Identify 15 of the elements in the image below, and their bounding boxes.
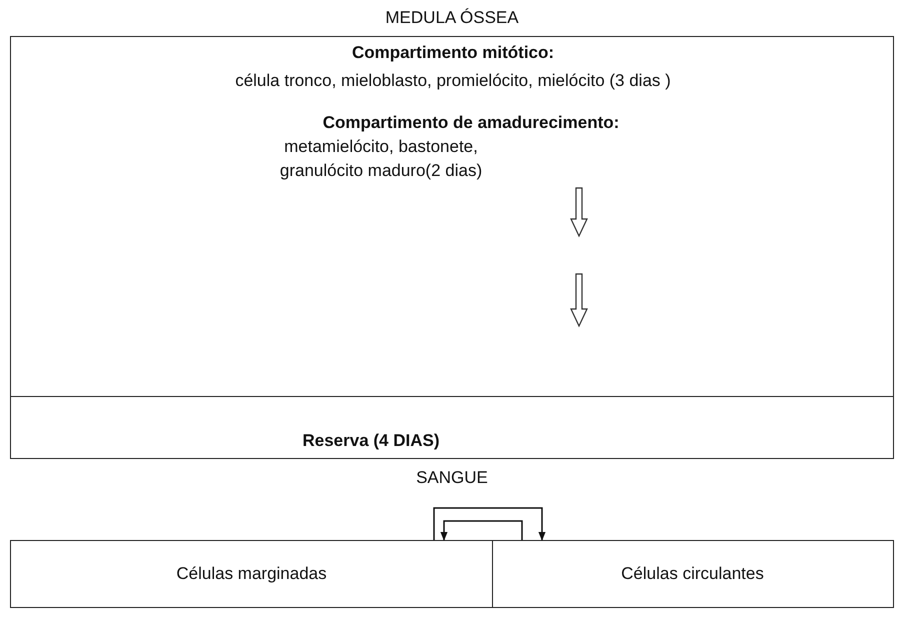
cell-label: Células marginadas xyxy=(175,563,328,585)
compartment-box xyxy=(10,396,894,459)
compartment-title: Compartimento de amadurecimento: xyxy=(322,112,620,134)
arrow xyxy=(433,507,546,541)
compartment-description: metamielócito, bastonete, granulócito maduro(2 dias) xyxy=(278,136,484,182)
section-heading: SANGUE xyxy=(415,467,489,489)
cell-box xyxy=(10,540,494,608)
compartment-title: Compartimento mitótico: xyxy=(350,42,556,64)
cell-box xyxy=(492,540,894,608)
arrow xyxy=(440,520,523,541)
compartment-description: célula tronco, mieloblasto, promielócito, mielócito (3 dias ) xyxy=(234,70,672,92)
section-heading: MEDULA ÓSSEA xyxy=(384,7,520,29)
compartment-box xyxy=(10,36,894,398)
cell-label: Células circulantes xyxy=(620,563,765,585)
compartment-title: Reserva (4 DIAS) xyxy=(301,430,440,452)
